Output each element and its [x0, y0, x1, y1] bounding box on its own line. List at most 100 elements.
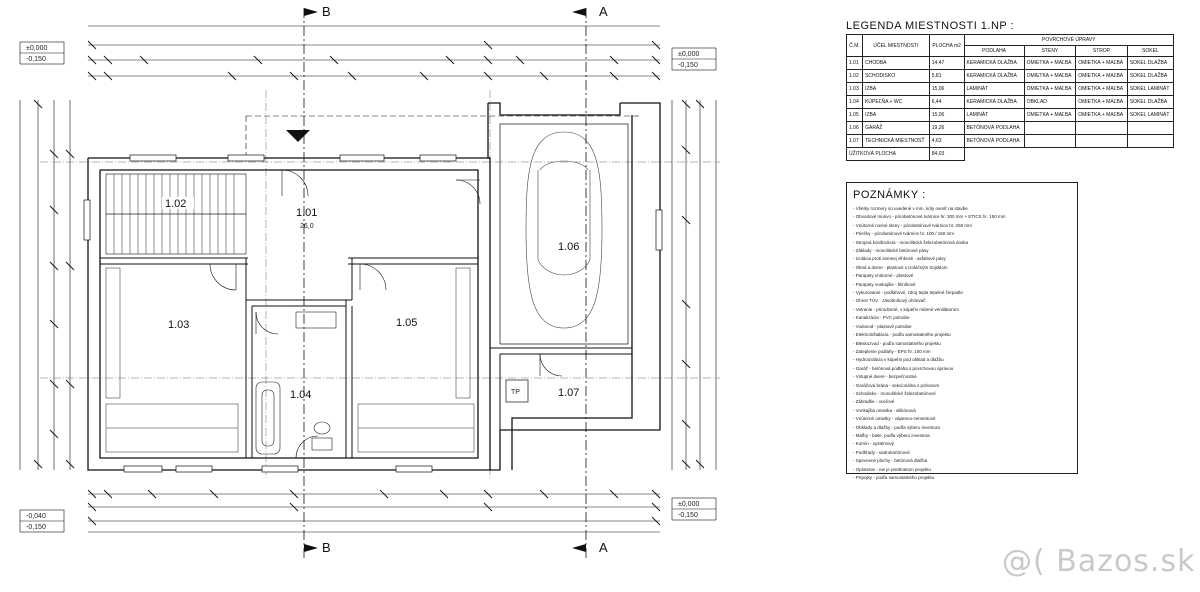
- legend-cell-walls: OMIETKA + MAĽBA: [1023, 69, 1077, 83]
- level-tag-bottom-left-2: -0,150: [26, 524, 46, 531]
- legend-cell-floor: KERAMICKÁ DLAŽBA: [963, 95, 1025, 109]
- list-item: - Vstupné dvere - bezpečnostné: [853, 374, 917, 380]
- legend-cell-floor: LAMINÁT: [963, 108, 1025, 122]
- table-row: 1.06 GARÁŽ 19,26 BETÓNOVÁ PODLAHA: [845, 121, 1175, 135]
- list-item: - Parapety vnútorné - plastové: [853, 273, 914, 279]
- list-item: - Spevnené plochy - betónová dlažba: [853, 458, 928, 464]
- legend-cell-id: 1.01: [845, 56, 864, 70]
- notes-panel: POZNÁMKY : - Všetky rozmery sú uvedené v…: [846, 182, 1078, 480]
- level-tag-bottom-right-1: ±0,000: [678, 501, 699, 508]
- room-label-1.06: 1.06: [558, 241, 579, 253]
- tech-room-box: [505, 379, 529, 403]
- legend-cell-area: 19,26: [928, 121, 965, 135]
- dimension-lines: [19, 25, 717, 533]
- list-item: - Parapety vonkajšie - hliníkové: [853, 281, 916, 287]
- list-item: - Garáž - betónová podlaha s povrchovou …: [853, 365, 954, 371]
- list-item: - Zábradlie - oceľové: [853, 399, 895, 405]
- legend-table: Č.M. ÚČEL MIESTNOSTI PLOCHA m2 POVRCHOVÉ…: [845, 34, 1175, 161]
- list-item: - Maľby - biele, podľa výberu investora: [853, 432, 930, 438]
- legend-cell-floor: BETÓNOVÁ PODLAHA: [963, 134, 1025, 148]
- legend-total-label: ÚŽITKOVÁ PLOCHA: [846, 147, 930, 161]
- wardrobe-units: [105, 267, 475, 453]
- bazos-watermark: @( Bazos.sk: [1002, 544, 1196, 579]
- legend-cell-floor: KERAMICKÁ DLAŽBA: [963, 69, 1025, 83]
- legend-cell-ceiling: OMIETKA + MAĽBA: [1075, 69, 1128, 83]
- legend-header-area: PLOCHA m2: [928, 34, 965, 57]
- stair-treads: [106, 174, 246, 254]
- list-item: - Vnútorné omietky - vápenno-cementové: [853, 416, 936, 422]
- section-marker-a-top: A: [599, 4, 608, 19]
- list-item: - Obvodové murivo - pórobetónové tvárnic…: [853, 214, 1006, 220]
- room-label-1.04: 1.04: [290, 389, 311, 401]
- section-marker-a-bottom: A: [599, 540, 608, 555]
- list-item: - Základy - monolitické betónové pásy: [853, 248, 929, 254]
- legend-cell-base: SOKEL DLAŽBA: [1126, 95, 1175, 109]
- exterior-walls: [87, 102, 661, 471]
- legend-cell-name: CHODBA: [862, 56, 930, 70]
- interior-walls: [100, 123, 632, 458]
- legend-cell-walls: OMIETKA + MAĽBA: [1023, 56, 1077, 70]
- list-item: - Vonkajšia omietka - silikónová: [853, 407, 916, 413]
- legend-header-base: SOKEL: [1126, 45, 1175, 57]
- room-label-1.02: 1.02: [165, 198, 186, 210]
- legend-cell-area: 15,06: [928, 108, 965, 122]
- room-area-1.01: 26,0: [300, 223, 314, 230]
- table-row: 1.02 SCHODISKO 5,81 KERAMICKÁ DLAŽBA OMI…: [845, 69, 1175, 83]
- window-openings: [83, 154, 663, 473]
- section-marker-b-bottom: B: [322, 540, 331, 555]
- legend-cell-ceiling: OMIETKA + MAĽBA: [1075, 95, 1128, 109]
- list-item: - Okná a dvere - plastové s izolačným tr…: [853, 264, 948, 270]
- legend-header-ceiling: STROP: [1075, 45, 1128, 57]
- list-item: - Priečky - pórobetónové tvárnice hr. 10…: [853, 231, 955, 237]
- bath-fixtures: [255, 311, 337, 455]
- room-legend: LEGENDA MIESTNOSTI 1.NP : Č.M. ÚČEL MIES…: [845, 20, 1175, 161]
- legend-cell-base: SOKEL LAMINÁT: [1126, 82, 1175, 96]
- legend-header-walls: STENY: [1023, 45, 1077, 57]
- legend-cell-walls: OMIETKA + MAĽBA: [1023, 108, 1077, 122]
- list-item: - Izolácia proti zemnej vlhkosti - asfal…: [853, 256, 946, 262]
- level-tag-top-left-1: ±0,000: [26, 45, 47, 52]
- door-swings: [209, 169, 563, 459]
- legend-cell-walls: [1023, 121, 1077, 135]
- list-item: - Kanalizácia - PVC potrubie: [853, 315, 910, 321]
- list-item: - Prípojky - podľa samostatného projektu: [853, 475, 935, 480]
- level-tag-top-right-2: -0,150: [678, 62, 698, 69]
- legend-cell-name: GARÁŽ: [862, 121, 930, 135]
- room-labels: 1.02 1.01 26,0 1.03 1.05 1.04 1.06 1.07: [162, 197, 579, 401]
- legend-cell-ceiling: [1075, 134, 1128, 148]
- table-row: 1.05 IZBA 15,06 LAMINÁT OMIETKA + MAĽBA …: [845, 108, 1175, 122]
- legend-cell-area: 15,06: [928, 82, 965, 96]
- legend-header-row: Č.M. ÚČEL MIESTNOSTI PLOCHA m2 POVRCHOVÉ…: [845, 34, 1175, 57]
- garage-car: [525, 131, 603, 329]
- level-tag-bottom-right-2: -0,150: [678, 512, 698, 519]
- legend-title: LEGENDA MIESTNOSTI 1.NP :: [846, 20, 1015, 32]
- list-item: - Hydroizolácia v kúpeľni pod obklad a d…: [853, 357, 944, 363]
- legend-cell-name: TECHNICKÁ MIESTNOSŤ: [862, 134, 930, 148]
- legend-cell-name: SCHODISKO: [862, 69, 930, 83]
- list-item: - Schodisko - monolitické železobetónové: [853, 390, 936, 396]
- legend-cell-ceiling: OMIETKA + MAĽBA: [1075, 82, 1128, 96]
- list-item: - Stropná konštrukcia - monolitická žele…: [853, 239, 969, 245]
- legend-header-floor: PODLAHA: [963, 45, 1025, 57]
- list-item: - Ohrev TÚV - zásobníkový ohrievač: [853, 298, 926, 304]
- legend-header-id: Č.M.: [845, 34, 864, 57]
- legend-cell-id: 1.03: [845, 82, 864, 96]
- list-item: - Všetky rozmery sú uvedené v mm, kóty o…: [853, 206, 968, 211]
- list-item: - Garážová brána - sekcionálna s pohonom: [853, 382, 940, 388]
- section-marker-b-top: B: [322, 4, 331, 19]
- level-tag-top-right-1: ±0,000: [678, 51, 699, 58]
- room-label-1.05: 1.05: [396, 317, 417, 329]
- section-arrows: [304, 8, 586, 552]
- list-item: - Zateplenie podlahy - EPS hr. 100 mm: [853, 348, 931, 354]
- legend-cell-walls: OMIETKA + MAĽBA: [1023, 82, 1077, 96]
- legend-cell-id: 1.06: [845, 121, 864, 135]
- legend-total-row: ÚŽITKOVÁ PLOCHA 84,03: [846, 147, 1174, 161]
- legend-total-area: 84,03: [928, 147, 965, 161]
- table-row: 1.03 IZBA 15,06 LAMINÁT OMIETKA + MAĽBA …: [845, 82, 1175, 96]
- list-item: - Oplotenie - nie je predmetom projektu: [853, 466, 932, 472]
- legend-cell-id: 1.07: [845, 134, 864, 148]
- legend-cell-walls: [1023, 134, 1077, 148]
- legend-subheader-row: PODLAHA STENY STROP SOKEL: [847, 45, 1175, 57]
- tp-symbol-label: TP: [511, 389, 520, 396]
- grid-axis-lines: [40, 90, 720, 480]
